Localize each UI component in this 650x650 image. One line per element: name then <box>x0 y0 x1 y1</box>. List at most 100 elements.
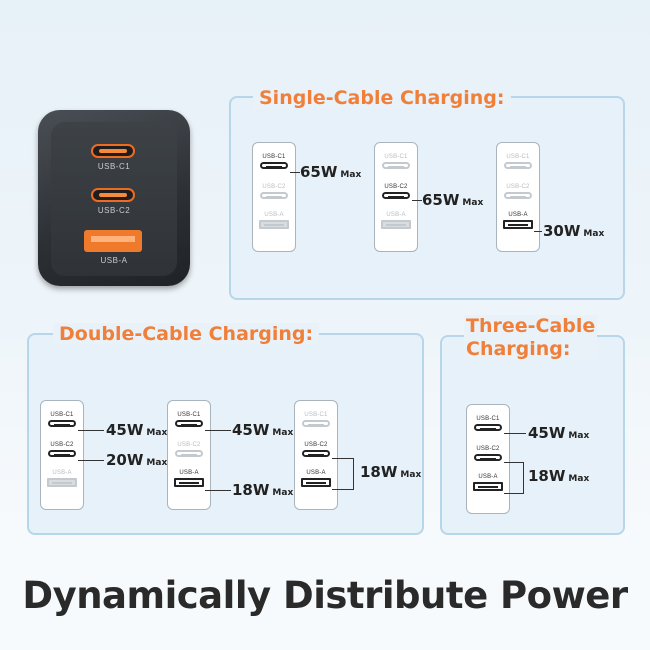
port-label: USB-C2 <box>476 446 500 452</box>
port-usb-a: USB-A <box>497 211 539 229</box>
connector-line <box>205 430 231 431</box>
port-label: USB-C1 <box>476 416 500 422</box>
usb-a-port-icon <box>84 230 142 252</box>
max-label: Max <box>272 428 294 438</box>
max-label: Max <box>462 198 484 208</box>
connector-line <box>78 460 104 461</box>
charger-face: USB-C1 USB-C2 USB-A <box>51 122 177 276</box>
port-usb-c2: USB-C2 <box>295 441 337 457</box>
port-usb-c2: USB-C2 <box>467 445 509 461</box>
port-usb-a: USB-A <box>253 211 295 229</box>
double-cable-title: Double-Cable Charging: <box>53 323 320 345</box>
connector-line <box>504 462 524 463</box>
triple-config-all: USB-C1 USB-C2 USB-A <box>466 404 510 514</box>
max-label: Max <box>272 488 294 498</box>
port-label: USB-C1 <box>384 154 408 160</box>
watt-value: 18W <box>528 467 566 485</box>
port-label: USB-C2 <box>262 184 286 190</box>
port-usb-c1: USB-C1 <box>497 153 539 169</box>
usb-c-icon <box>302 420 330 427</box>
port-label: USB-A <box>264 212 284 218</box>
three-cable-title-line2: Charging: <box>464 338 598 361</box>
port-label: USB-C1 <box>506 154 530 160</box>
port-label: USB-C2 <box>304 442 328 448</box>
max-label: Max <box>146 428 168 438</box>
watt-value: 65W <box>300 163 338 181</box>
port-label: USB-C1 <box>304 412 328 418</box>
usb-a-icon <box>503 220 533 229</box>
single-config-c1: USB-C1 USB-C2 USB-A <box>252 142 296 252</box>
port-usb-a: USB-A <box>467 473 509 491</box>
connector-line <box>504 493 524 494</box>
usb-c-icon <box>175 420 203 427</box>
connector-line <box>78 430 104 431</box>
port-label: USB-C2 <box>50 442 74 448</box>
usb-c-icon <box>474 424 502 431</box>
port-label: USB-A <box>478 474 498 480</box>
connector-line <box>504 433 526 434</box>
usb-c-icon <box>260 162 288 169</box>
usb-c1-port-icon <box>91 144 135 158</box>
usb-a-icon <box>301 478 331 487</box>
single-cable-title: Single-Cable Charging: <box>253 87 511 109</box>
port-usb-c1: USB-C1 <box>168 411 210 427</box>
port-usb-a: USB-A <box>295 469 337 487</box>
port-usb-c1: USB-C1 <box>41 411 83 427</box>
port-label: USB-C2 <box>506 184 530 190</box>
watt-value: 45W <box>106 421 144 439</box>
max-label: Max <box>568 474 590 484</box>
connector-line <box>290 172 300 173</box>
watt-value: 20W <box>106 451 144 469</box>
port-usb-c1: USB-C1 <box>295 411 337 427</box>
port-label: USB-C2 <box>384 184 408 190</box>
connector-bracket <box>353 458 354 490</box>
connector-line <box>534 231 542 232</box>
port-usb-c2: USB-C2 <box>41 441 83 457</box>
port-usb-c1: USB-C1 <box>253 153 295 169</box>
usb-c-icon <box>474 454 502 461</box>
device-port-label-a: USB-A <box>100 256 128 265</box>
port-usb-a: USB-A <box>168 469 210 487</box>
port-usb-c2: USB-C2 <box>168 441 210 457</box>
watt-value: 45W <box>232 421 270 439</box>
port-label: USB-A <box>508 212 528 218</box>
connector-bracket <box>523 462 524 494</box>
headline: Dynamically Distribute Power <box>22 574 628 617</box>
double-config-c2-a: USB-C1 USB-C2 USB-A <box>294 400 338 510</box>
device-port-label-c2: USB-C2 <box>97 206 131 215</box>
usb-a-icon <box>259 220 289 229</box>
connector-line <box>205 490 231 491</box>
port-usb-a: USB-A <box>375 211 417 229</box>
connector-line <box>332 489 354 490</box>
usb-c-icon <box>504 192 532 199</box>
connector-line <box>332 458 354 459</box>
port-label: USB-A <box>386 212 406 218</box>
three-cable-title: Three-Cable Charging: <box>458 315 603 361</box>
port-usb-c1: USB-C1 <box>375 153 417 169</box>
usb-c-icon <box>48 450 76 457</box>
usb-a-icon <box>174 478 204 487</box>
max-label: Max <box>340 170 362 180</box>
usb-a-icon <box>381 220 411 229</box>
usb-c-icon <box>382 192 410 199</box>
port-usb-c2: USB-C2 <box>375 183 417 199</box>
port-usb-c1: USB-C1 <box>467 415 509 431</box>
usb-c2-port-icon <box>91 188 135 202</box>
watt-value: 45W <box>528 424 566 442</box>
single-config-c2: USB-C1 USB-C2 USB-A <box>374 142 418 252</box>
usb-c-icon <box>260 192 288 199</box>
port-usb-a: USB-A <box>41 469 83 487</box>
port-label: USB-C1 <box>262 154 286 160</box>
usb-c-icon <box>504 162 532 169</box>
charger-device-illustration: USB-C1 USB-C2 USB-A <box>38 110 190 286</box>
